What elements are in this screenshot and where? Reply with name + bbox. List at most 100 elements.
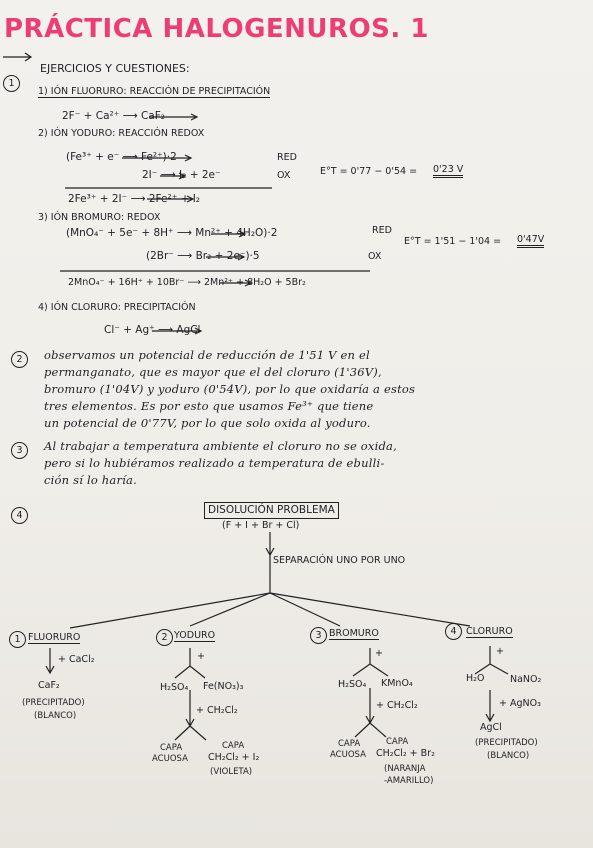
bromuro-organic-4: -AMARILLO) (384, 776, 434, 786)
bromuro-organic-3: (NARANJA (384, 764, 426, 774)
branch-yoduro-number: 2 (156, 629, 173, 646)
branch-cloruro-title: CLORURO (466, 626, 513, 639)
bromuro-reagent-right: KMnO₄ (381, 678, 413, 689)
q2-reaction-2-tag: OX (277, 170, 291, 181)
answer-2-line-2: permanganato, que es mayor que el del cl… (44, 365, 382, 379)
branch-arrow (45, 648, 55, 675)
bromuro-organic-1: CAPA (386, 737, 409, 747)
cloruro-reagent: + AgNO₃ (499, 698, 541, 709)
yoduro-reagent-left: H₂SO₄ (160, 682, 189, 693)
q3-potential: E°T = 1'51 − 1'04 = (404, 236, 502, 247)
bromuro-reagent-left: H₂SO₄ (338, 679, 367, 690)
q3-overall-reaction: 2MnO₄⁻ + 16H⁺ + 10Br⁻ ⟶ 2Mn²⁺ + 8H₂O + 5… (68, 277, 306, 288)
bromuro-aqueous-2: ACUOSA (330, 750, 366, 760)
bromuro-aqueous-1: CAPA (338, 739, 361, 749)
q3-reaction-2: (2Br⁻ ⟶ Br₂ + 2e⁻)·5 (146, 250, 260, 262)
branch-arrow (365, 688, 375, 725)
yoduro-reagent-right: Fe(NO₃)₃ (203, 681, 244, 692)
reaction-arrow (152, 327, 203, 335)
branch-split (474, 646, 509, 675)
branch-fluoruro-title: FLUORURO (28, 632, 81, 645)
branch-bromuro-title: BROMURO (329, 628, 379, 641)
cloruro-note-1: (PRECIPITADO) (475, 738, 538, 748)
branch-split (174, 725, 207, 741)
yoduro-aqueous-2: ACUOSA (152, 754, 188, 764)
reaction-arrow (122, 154, 193, 162)
dissolution-title: DISOLUCIÓN PROBLEMA (208, 504, 335, 516)
section-2-number: 2 (11, 351, 28, 368)
section-3-number: 3 (11, 442, 28, 459)
bromuro-plus: + (375, 648, 383, 659)
q4-label: 4) IÓN CLORURO: PRECIPITACIÓN (38, 302, 196, 313)
branch-fluoruro-number: 1 (9, 631, 26, 648)
page-title: PRÁCTICA HALOGENUROS. 1 (4, 14, 429, 44)
q2-reaction-2: 2I⁻ ⟶ I₂ + 2e⁻ (142, 169, 221, 181)
branch-split (352, 648, 389, 677)
fluoruro-note-1: (PRECIPITADO) (22, 698, 85, 708)
branch-bromuro-number: 3 (310, 627, 327, 644)
section-4-number: 4 (11, 507, 28, 524)
dissolution-box: DISOLUCIÓN PROBLEMA (204, 502, 339, 519)
reaction-arrow (150, 113, 199, 121)
separation-label: SEPARACIÓN UNO POR UNO (273, 555, 406, 566)
cloruro-plus: + (496, 646, 504, 657)
fluoruro-product: CaF₂ (38, 680, 60, 691)
answer-2-line-5: un potencial de 0'77V, por lo que solo o… (44, 416, 371, 430)
q3-label: 3) IÓN BROMURO: REDOX (38, 212, 161, 223)
tree-arrow (265, 547, 275, 557)
reaction-arrow (160, 172, 187, 180)
reaction-arrow (147, 195, 195, 203)
yoduro-organic-3: (VIOLETA) (210, 767, 253, 777)
branch-split (174, 648, 206, 679)
answer-3-line-1: Al trabajar a temperatura ambiente el cl… (44, 439, 397, 453)
fluoruro-note-2: (BLANCO) (34, 711, 77, 721)
answer-2-line-1: observamos un potencial de reducción de … (44, 348, 370, 362)
tree-branch (269, 592, 471, 627)
reaction-arrow (211, 230, 247, 238)
q3-reaction-1-tag: RED (372, 225, 392, 236)
q1-label: 1) IÓN FLUORURO: REACCIÓN DE PRECIPITACI… (38, 86, 271, 99)
heading-arrow (3, 52, 33, 62)
section-1-number: 1 (3, 75, 20, 92)
yoduro-aqueous-1: CAPA (160, 743, 183, 753)
q1-equation: 2F⁻ + Ca²⁺ ⟶ CaF₂ (62, 110, 165, 122)
cloruro-reagent-left: H₂O (466, 673, 485, 684)
cloruro-reagent-right: NaNO₂ (510, 674, 542, 685)
answer-2-line-3: bromuro (1'04V) y yoduro (0'54V), por lo… (44, 382, 416, 396)
dissolution-components: (F + I + Br + Cl) (222, 520, 300, 531)
q2-potential-result: 0'23 V (433, 164, 464, 179)
answer-3-line-2: pero si lo hubiéramos realizado a temper… (44, 456, 385, 470)
tree-branch (269, 592, 341, 627)
reaction-arrow (220, 279, 253, 287)
branch-cloruro-number: 4 (445, 623, 462, 640)
answer-3-line-3: ción sí lo haría. (44, 473, 137, 487)
q2-reaction-1-tag: RED (277, 152, 297, 163)
bromuro-reagent: + CH₂Cl₂ (376, 700, 418, 711)
section-1-heading: EJERCICIOS Y CUESTIONES: (40, 62, 190, 75)
q3-potential-result: 0'47V (517, 234, 545, 249)
yoduro-organic-1: CAPA (222, 741, 245, 751)
branch-split (354, 722, 387, 738)
q2-overall-reaction: 2Fe³⁺ + 2I⁻ ⟶ 2Fe²⁺ + I₂ (68, 193, 201, 205)
reaction-arrow (206, 253, 246, 261)
q3-reaction-1: (MnO₄⁻ + 5e⁻ + 8H⁺ ⟶ Mn²⁺ + 4H₂O)·2 (66, 227, 278, 239)
cloruro-product: AgCl (480, 722, 502, 733)
yoduro-plus: + (197, 651, 205, 662)
q3-reaction-2-tag: OX (368, 251, 382, 262)
bromuro-organic-2: CH₂Cl₂ + Br₂ (376, 748, 435, 759)
q4-equation: Cl⁻ + Ag⁺ ⟶ AgCl (104, 324, 201, 336)
answer-2-line-4: tres elementos. Es por esto que usamos F… (44, 399, 374, 413)
branch-arrow (185, 690, 195, 728)
q2-reaction-1: (Fe³⁺ + e⁻ ⟶ Fe²⁺)·2 (66, 151, 177, 163)
tree-branch (189, 592, 271, 627)
yoduro-organic-2: CH₂Cl₂ + I₂ (208, 752, 260, 763)
branch-arrow (485, 690, 495, 723)
tree-branch (69, 592, 271, 629)
q2-potential: E°T = 0'77 − 0'54 = (320, 166, 418, 177)
branch-yoduro-title: YODURO (174, 630, 216, 643)
cloruro-note-2: (BLANCO) (487, 751, 530, 761)
fluoruro-reagent: + CaCl₂ (58, 654, 95, 665)
q2-label: 2) IÓN YODURO: REACCIÓN REDOX (38, 128, 205, 139)
